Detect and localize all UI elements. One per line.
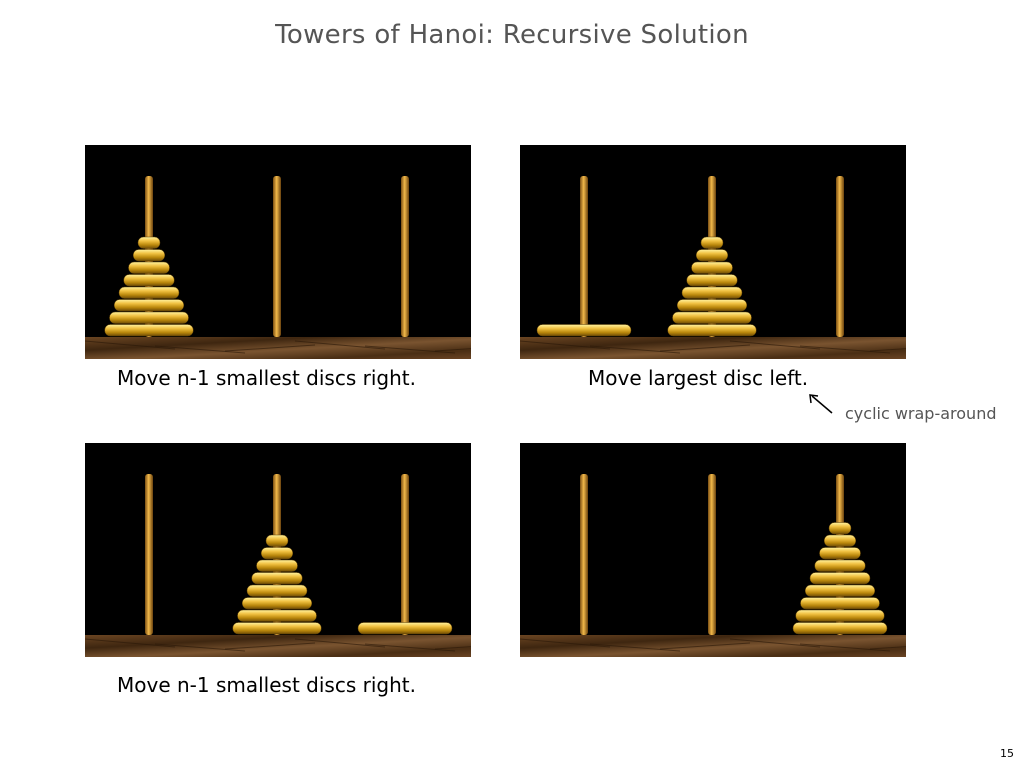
disc-7: [237, 609, 317, 622]
peg-3: [401, 474, 409, 635]
disc-2: [261, 547, 293, 560]
peg-2: [273, 176, 281, 337]
wood-grain: [154, 345, 246, 354]
hanoi-panel-3: [85, 443, 471, 657]
disc-8: [232, 622, 322, 635]
peg-3: [401, 176, 409, 337]
wood-grain: [659, 344, 751, 352]
wood-grain: [729, 340, 821, 350]
disc-7: [800, 597, 880, 610]
disc-9: [536, 324, 632, 337]
disc-5: [118, 286, 180, 299]
disc-5: [681, 286, 743, 299]
hanoi-scene-2: [520, 176, 906, 359]
panel-3-caption: Move n-1 smallest discs right.: [117, 673, 416, 697]
wrap-around-annotation: cyclic wrap-around: [845, 404, 997, 423]
wood-grain: [434, 348, 471, 352]
wooden-floor: [85, 337, 471, 359]
wood-grain: [85, 638, 176, 648]
disc-3: [256, 559, 298, 572]
hanoi-panel-2: [520, 145, 906, 359]
disc-2: [824, 534, 856, 547]
wood-grain: [520, 340, 611, 350]
wood-grain: [589, 345, 681, 354]
disc-6: [677, 299, 747, 312]
disc-1: [137, 236, 161, 249]
wood-grain: [364, 643, 456, 652]
hanoi-panel-1: [85, 145, 471, 359]
wood-grain: [869, 348, 906, 352]
wood-grain: [154, 643, 246, 652]
disc-9: [357, 622, 453, 635]
hanoi-panel-4: [520, 443, 906, 657]
disc-1: [265, 534, 289, 547]
wood-grain: [729, 638, 821, 648]
disc-7: [109, 311, 189, 324]
disc-4: [251, 572, 303, 585]
wrap-around-arrow-icon: [809, 394, 833, 414]
disc-1: [700, 236, 724, 249]
disc-4: [123, 274, 175, 287]
disc-3: [128, 261, 170, 274]
disc-8: [104, 324, 194, 337]
hanoi-scene-3: [85, 474, 471, 657]
page-number: 15: [1000, 747, 1014, 760]
wood-grain: [520, 638, 611, 648]
peg-2: [708, 474, 716, 635]
wooden-floor: [520, 635, 906, 657]
wood-grain: [364, 345, 456, 354]
slide-title: Towers of Hanoi: Recursive Solution: [275, 20, 749, 50]
wood-grain: [589, 643, 681, 652]
disc-3: [819, 547, 861, 560]
disc-9: [792, 622, 888, 635]
disc-6: [114, 299, 184, 312]
wood-grain: [869, 646, 906, 650]
disc-5: [246, 584, 308, 597]
disc-6: [805, 584, 875, 597]
wood-grain: [799, 643, 891, 652]
wood-grain: [434, 646, 471, 650]
wood-grain: [85, 340, 176, 350]
wooden-floor: [85, 635, 471, 657]
disc-7: [672, 311, 752, 324]
disc-2: [696, 249, 728, 262]
wood-grain: [294, 340, 386, 350]
disc-8: [667, 324, 757, 337]
wood-grain: [659, 642, 751, 650]
disc-4: [814, 559, 866, 572]
wooden-floor: [520, 337, 906, 359]
panel-2-caption: Move largest disc left.: [588, 366, 809, 390]
disc-3: [691, 261, 733, 274]
panel-1-caption: Move n-1 smallest discs right.: [117, 366, 416, 390]
disc-1: [828, 522, 852, 535]
peg-1: [580, 474, 588, 635]
hanoi-scene-1: [85, 176, 471, 359]
disc-2: [133, 249, 165, 262]
peg-1: [580, 176, 588, 337]
disc-8: [795, 609, 885, 622]
wood-grain: [224, 344, 316, 352]
hanoi-scene-4: [520, 474, 906, 657]
peg-3: [836, 176, 844, 337]
peg-1: [145, 474, 153, 635]
wood-grain: [294, 638, 386, 648]
disc-5: [809, 572, 871, 585]
disc-6: [242, 597, 312, 610]
wood-grain: [224, 642, 316, 650]
wood-grain: [799, 345, 891, 354]
disc-4: [686, 274, 738, 287]
